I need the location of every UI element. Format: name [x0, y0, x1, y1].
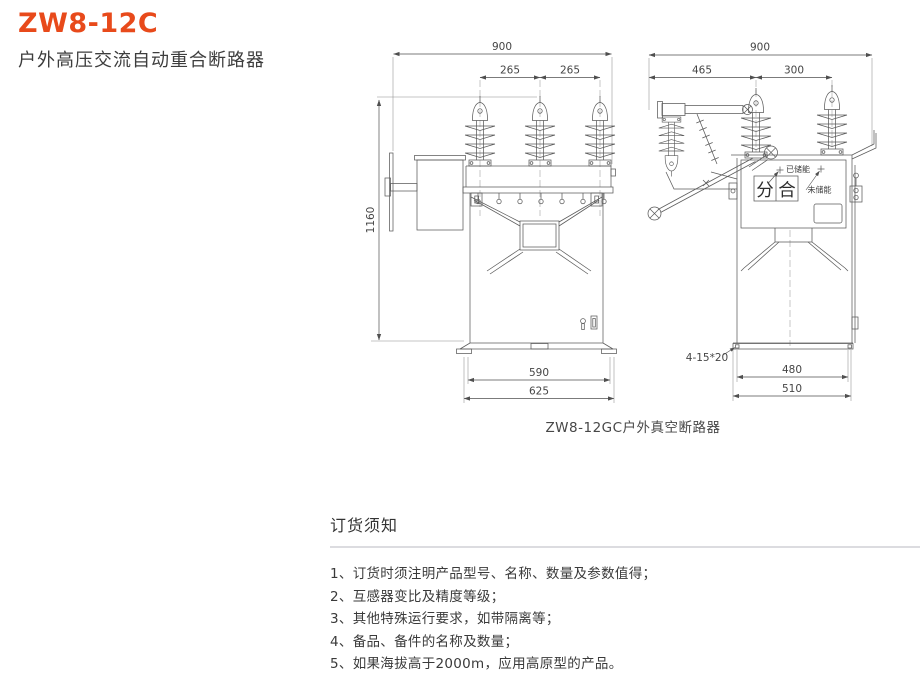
- ordering-item: 5、如果海拔高于2000m，应用高原型的产品。: [330, 656, 623, 673]
- dim-base-inner-width: 590: [529, 367, 549, 379]
- dim-arm-span: 465: [692, 65, 712, 77]
- indicator-charged-label: 已储能: [786, 164, 810, 174]
- control-box: [384, 152, 466, 232]
- side-view: 900 465 300 480 510 4-15*20: [647, 42, 877, 401]
- ordering-item: 2、互感器变比及精度等级；: [330, 588, 505, 605]
- dim-base-outer-depth: 510: [782, 383, 802, 395]
- open-close-indicator: 分 合 已储能 未储能: [753, 164, 832, 202]
- front-view: 900 265 265 1160 590 625: [365, 41, 617, 403]
- indicator-close-label: 合: [778, 181, 796, 201]
- dim-base-outer-width: 625: [529, 386, 549, 398]
- dim-mounting-slot: 4-15*20: [686, 352, 728, 364]
- tank-front: [456, 165, 617, 354]
- dim-phase-spacing-left: 265: [500, 65, 520, 77]
- indicator-open-label: 分: [756, 181, 774, 201]
- arm-assembly: [647, 101, 756, 221]
- technical-drawing: 900 265 265 1160 590 625: [365, 41, 877, 403]
- page-title: ZW8-12C: [18, 8, 159, 39]
- bushings-side: [740, 84, 848, 171]
- ordering-item: 3、其他特殊运行要求，如带隔离等；: [330, 611, 560, 628]
- drawing-caption: ZW8-12GC户外真空断路器: [545, 420, 721, 436]
- ordering-items: 1、订货时须注明产品型号、名称、数量及参数值得； 2、互感器变比及精度等级； 3…: [330, 563, 920, 676]
- dim-base-inner-depth: 480: [782, 364, 802, 376]
- page-subtitle: 户外高压交流自动重合断路器: [18, 50, 265, 71]
- tank-side: [728, 130, 877, 350]
- ordering-divider: [330, 546, 920, 548]
- ordering-item: 4、备品、备件的名称及数量；: [330, 633, 519, 650]
- dim-bushing-span: 300: [784, 65, 804, 77]
- dim-side-overall-width: 900: [750, 42, 770, 54]
- ordering-section: 订货须知 1、订货时须注明产品型号、名称、数量及参数值得； 2、互感器变比及精度…: [330, 512, 920, 676]
- dim-front-overall-width: 900: [492, 41, 512, 53]
- dim-phase-spacing-right: 265: [560, 65, 580, 77]
- ordering-item: 1、订货时须注明产品型号、名称、数量及参数值得；: [330, 566, 657, 582]
- ordering-heading: 订货须知: [330, 516, 399, 535]
- indicator-uncharged-label: 未储能: [808, 185, 832, 195]
- dim-overall-height: 1160: [365, 207, 377, 234]
